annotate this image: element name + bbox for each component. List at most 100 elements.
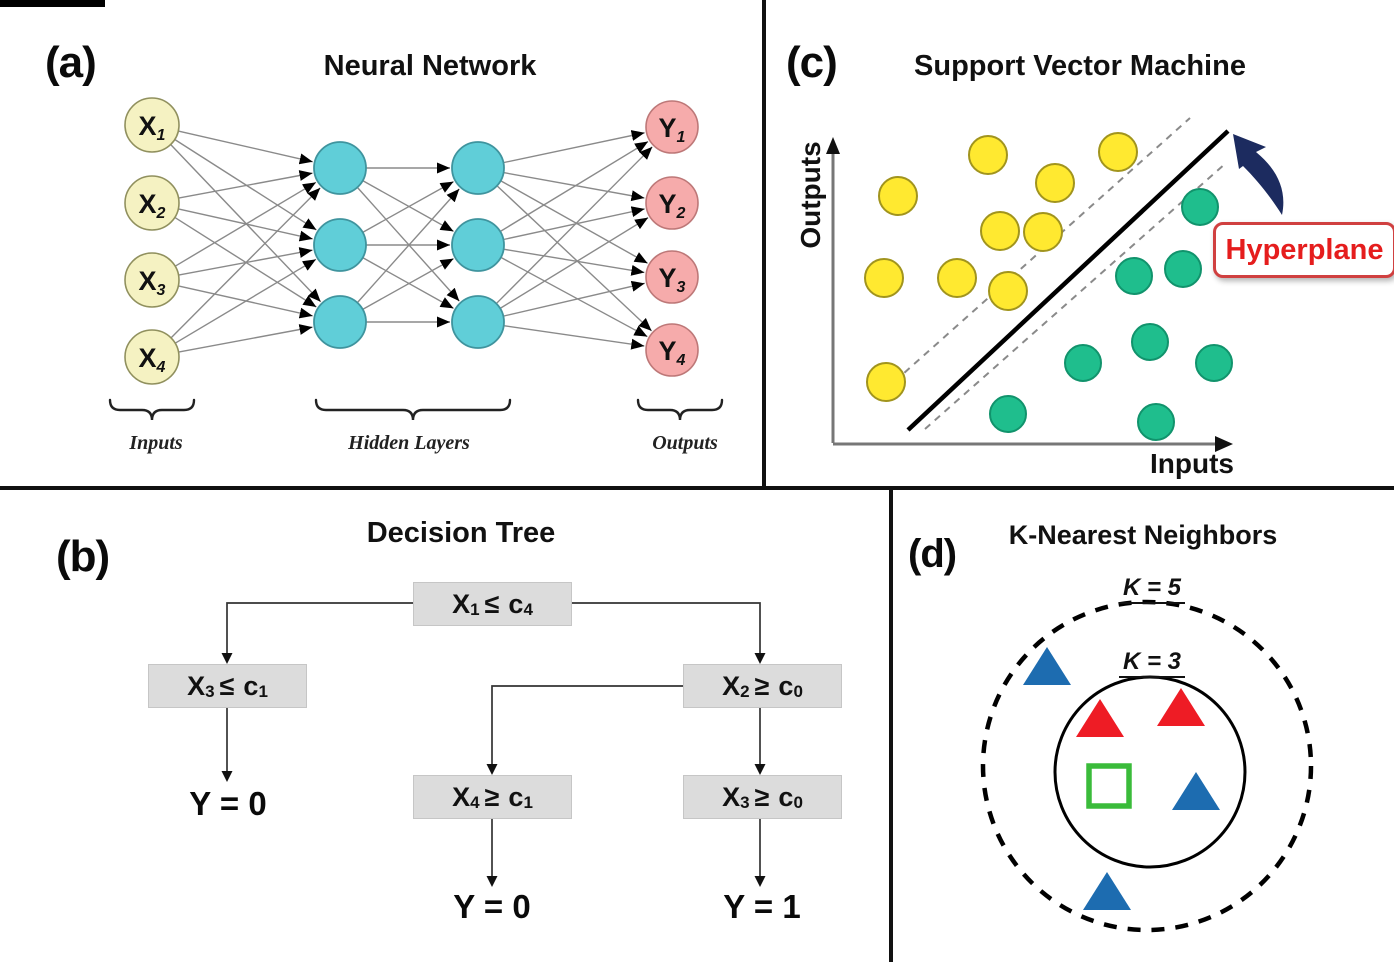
nn-connection-line	[499, 140, 649, 233]
nn-connection-line	[178, 324, 313, 353]
tree-node-text: c	[778, 781, 794, 812]
svm-point-class-a	[1035, 163, 1075, 203]
nn-output-label: Y1	[659, 113, 686, 146]
panel-c-label: (c)	[786, 38, 838, 87]
nn-output-node	[645, 323, 699, 377]
nn-connection-line	[496, 185, 653, 332]
hyperplane-callout-text: Hyperplane	[1225, 233, 1384, 266]
tree-node-text: ≤	[484, 588, 500, 619]
nn-input-label: X1	[139, 111, 166, 144]
tree-edge	[570, 602, 761, 653]
svm-point-class-a	[937, 258, 977, 298]
nn-connection-line	[356, 186, 460, 302]
knn-diagram	[980, 599, 1314, 933]
svm-hyperplane-line	[906, 129, 1230, 432]
tree-node-text: c	[243, 670, 259, 701]
nn-input-node	[124, 252, 180, 308]
panel-b-label: (b)	[56, 532, 110, 581]
nn-input-label: X4	[139, 343, 166, 376]
tree-arrowhead	[221, 771, 233, 782]
outputs-brace	[636, 398, 724, 421]
nn-connection-line	[495, 146, 653, 305]
divider-vertical-bottom	[889, 489, 893, 962]
knn-neighbor-red-triangle	[1076, 699, 1124, 737]
tree-edge	[491, 685, 683, 764]
nn-connection-line	[499, 217, 649, 310]
nn-connection-line	[500, 256, 648, 338]
svm-point-class-a	[988, 271, 1028, 311]
nn-connection-line	[503, 280, 645, 317]
knn-neighbor-blue-triangle	[1023, 647, 1071, 685]
nn-connection-line	[500, 180, 648, 264]
tree-leaf-y1-right: Y = 1	[723, 888, 801, 925]
nn-connection-line	[170, 187, 321, 339]
svm-point-class-a	[980, 211, 1020, 251]
tree-leaf-y0-left: Y = 0	[189, 785, 267, 822]
svm-point-class-b	[989, 395, 1027, 433]
decision-tree-diagram	[221, 602, 766, 887]
tree-node-text: X	[452, 588, 471, 619]
knn-query-point-square	[1086, 763, 1132, 809]
svm-point-class-a	[1098, 132, 1138, 172]
inputs-brace	[108, 398, 196, 421]
panel-c-title: Support Vector Machine	[914, 50, 1246, 82]
svm-margin-lower	[924, 162, 1227, 430]
nn-connection-line	[503, 130, 645, 164]
tree-node-text: ≥	[484, 781, 500, 812]
nn-connection-line	[174, 138, 317, 231]
nn-connection-line	[174, 258, 317, 344]
nn-input-label: X3	[139, 266, 166, 299]
nn-connection-line	[503, 248, 645, 276]
corner-artifact	[0, 0, 105, 7]
tree-arrowhead	[754, 653, 766, 664]
nn-connection-line	[503, 206, 645, 241]
tree-node-text: c	[508, 781, 524, 812]
tree-node-text: c	[778, 670, 794, 701]
knn-k3-text: K = 3	[1118, 648, 1186, 678]
knn-outer-ring-k5	[980, 599, 1314, 933]
panel-a-title: Neural Network	[323, 50, 537, 82]
tree-arrowhead	[754, 764, 766, 775]
tree-node-text: X	[452, 781, 471, 812]
tree-node-text: X	[722, 781, 741, 812]
tree-arrowhead	[754, 876, 766, 887]
tree-node-text: ≥	[754, 670, 770, 701]
tree-arrowhead	[221, 653, 233, 664]
svm-point-class-b	[1064, 344, 1102, 382]
knn-k5-label: K = 5	[1092, 574, 1212, 604]
nn-output-label: Y2	[659, 189, 686, 222]
panel-d-label: (d)	[908, 532, 957, 576]
svm-y-axis-arrow	[826, 137, 840, 154]
nn-hidden-node	[451, 218, 505, 272]
nn-connection-line	[362, 257, 454, 309]
nn-hidden-node	[451, 295, 505, 349]
nn-output-node	[645, 176, 699, 230]
divider-horizontal	[0, 486, 1394, 490]
svm-diagram	[826, 117, 1284, 452]
svm-margin-upper	[884, 117, 1191, 391]
tree-arrowhead	[486, 764, 498, 775]
tree-leaf-y0-mid: Y = 0	[453, 888, 531, 925]
svm-point-class-b	[1137, 403, 1175, 441]
knn-inner-ring-k3	[1053, 675, 1247, 869]
panel-a-label: (a)	[45, 38, 97, 87]
nn-input-label: X2	[139, 189, 166, 222]
nn-input-node	[124, 329, 180, 385]
svm-point-class-b	[1181, 188, 1219, 226]
knn-neighbor-blue-triangle	[1083, 872, 1131, 910]
hyperplane-pointer-arrow	[1233, 134, 1284, 215]
hyperplane-callout: Hyperplane	[1213, 222, 1394, 278]
knn-neighbor-blue-triangle	[1172, 772, 1220, 810]
nn-connection-line	[362, 181, 454, 233]
knn-k5-text: K = 5	[1118, 574, 1186, 604]
nn-hidden-node	[313, 295, 367, 349]
nn-connection-line	[362, 180, 454, 232]
nn-input-node	[124, 175, 180, 231]
nn-connection-line	[178, 130, 313, 165]
tree-node-text: X	[722, 670, 741, 701]
svm-point-class-b	[1164, 250, 1202, 288]
svm-point-class-a	[968, 135, 1008, 175]
